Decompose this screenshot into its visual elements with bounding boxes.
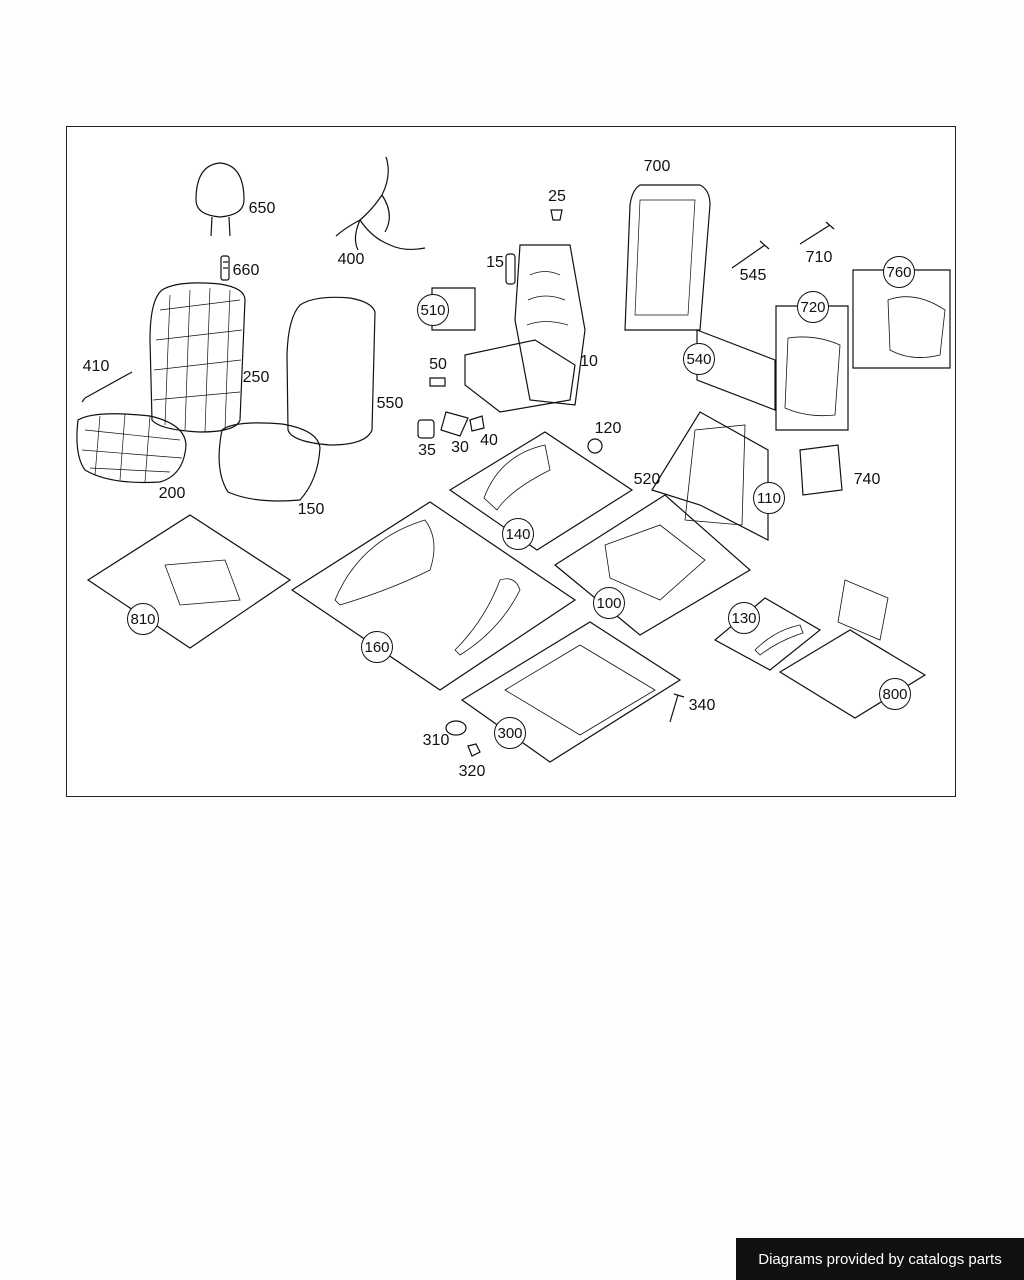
headrest-guide-part — [220, 255, 230, 281]
part-label-15: 15 — [486, 254, 504, 271]
part-label-250: 250 — [242, 369, 270, 386]
switch-35-part — [417, 419, 435, 439]
screw-340-part — [669, 693, 685, 723]
part-label-25: 25 — [548, 188, 566, 205]
part-label-700: 700 — [643, 158, 671, 175]
part-label-320: 320 — [458, 763, 486, 780]
part-label-10: 10 — [580, 353, 598, 370]
part-label-310: 310 — [422, 732, 450, 749]
group-badge-540: 540 — [683, 343, 715, 375]
lumbar-740-part — [799, 444, 843, 496]
part-label-400: 400 — [337, 251, 365, 268]
diagram-frame — [66, 126, 956, 797]
trim-tool-part — [81, 371, 133, 403]
rear-panel-part — [624, 184, 711, 331]
part-label-550: 550 — [376, 395, 404, 412]
part-label-120: 120 — [594, 420, 622, 437]
group-badge-130: 130 — [728, 602, 760, 634]
part-label-40: 40 — [480, 432, 498, 449]
nut-320-part — [467, 743, 481, 757]
group-badge-510: 510 — [417, 294, 449, 326]
part-label-340: 340 — [688, 697, 716, 714]
group-badge-720: 720 — [797, 291, 829, 323]
backrest-cover-part — [286, 296, 376, 446]
clip-15-part — [505, 253, 516, 285]
part-label-150: 150 — [297, 501, 325, 518]
clip-25-part — [550, 209, 563, 221]
part-label-710: 710 — [805, 249, 833, 266]
seat-frame-part — [464, 244, 586, 413]
group-badge-760: 760 — [883, 256, 915, 288]
part-label-30: 30 — [451, 439, 469, 456]
cushion-pad-part — [76, 413, 187, 484]
part-label-35: 35 — [418, 442, 436, 459]
group-badge-160: 160 — [361, 631, 393, 663]
group-badge-100: 100 — [593, 587, 625, 619]
part-label-50: 50 — [429, 356, 447, 373]
part-label-650: 650 — [248, 200, 276, 217]
group-badge-140: 140 — [502, 518, 534, 550]
spring-50-part — [429, 377, 446, 387]
group-badge-110: 110 — [753, 482, 785, 514]
knob-120-part — [587, 438, 603, 454]
group-badge-810: 810 — [127, 603, 159, 635]
footer-credit: Diagrams provided by catalogs parts — [736, 1238, 1024, 1280]
fastener-545-part — [731, 240, 770, 269]
group-badge-800: 800 — [879, 678, 911, 710]
wiring-harness-part — [335, 156, 426, 251]
part-label-410: 410 — [82, 358, 110, 375]
part-label-520: 520 — [633, 471, 661, 488]
part-label-545: 545 — [739, 267, 767, 284]
fastener-710-part — [799, 221, 835, 245]
part-label-740: 740 — [853, 471, 881, 488]
cap-310-part — [445, 720, 467, 736]
cushion-cover-part — [218, 422, 321, 502]
part-label-660: 660 — [232, 262, 260, 279]
cover-30-part — [440, 411, 469, 437]
headrest-part — [195, 162, 245, 237]
part-label-200: 200 — [158, 485, 186, 502]
backrest-pad-part — [149, 282, 246, 433]
clip-40-part — [469, 415, 485, 432]
group-badge-300: 300 — [494, 717, 526, 749]
